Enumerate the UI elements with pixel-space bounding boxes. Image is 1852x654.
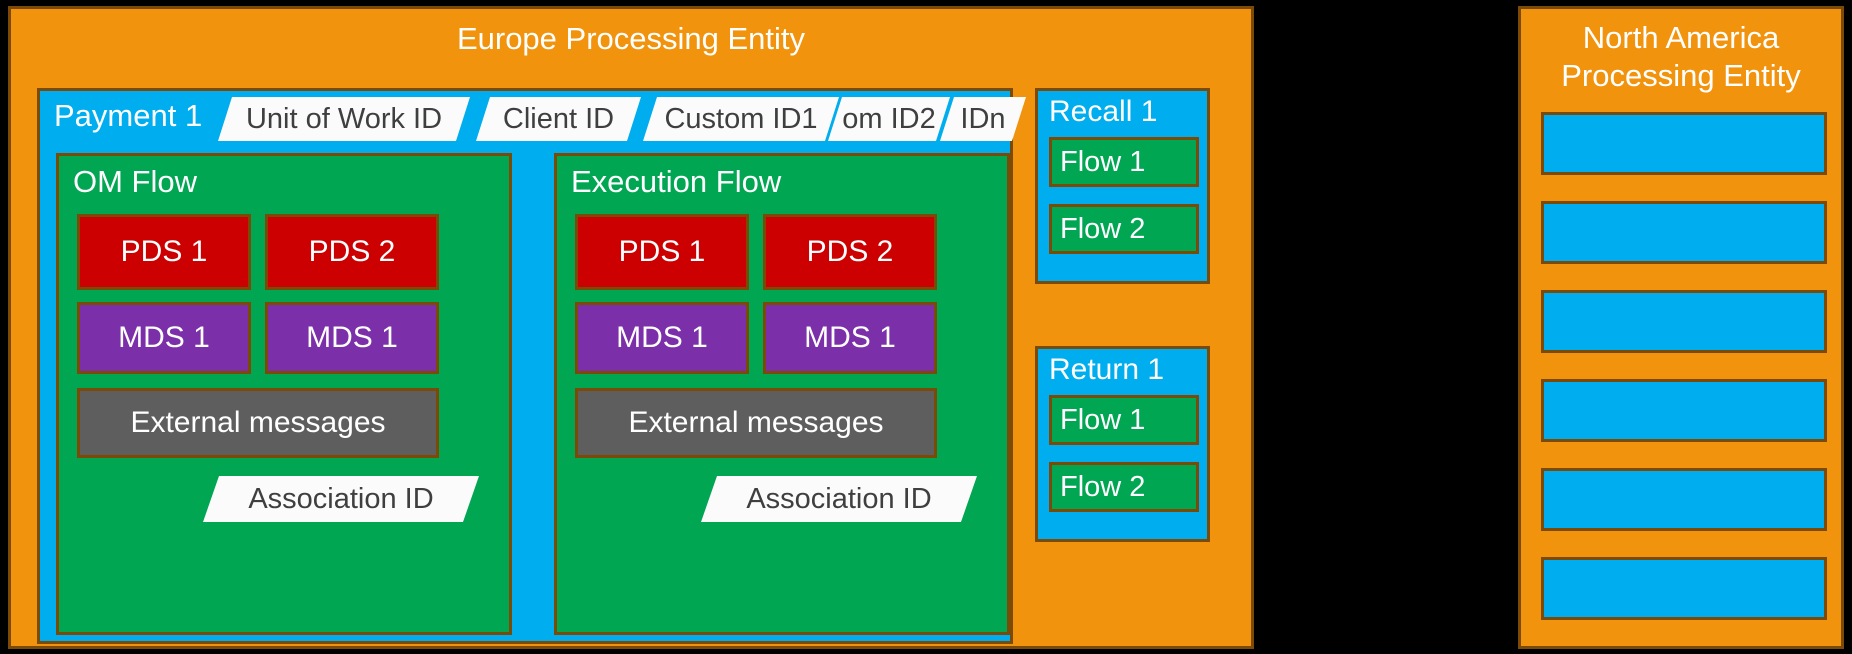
execution-flow-mds-1[interactable]: MDS 1 (575, 302, 749, 374)
europe-panel-title: Europe Processing Entity (456, 21, 806, 56)
tag-custom-id1[interactable]: Custom ID1 (643, 97, 839, 141)
tag-unit-of-work-id[interactable]: Unit of Work ID (218, 97, 470, 141)
om-flow-mds-2[interactable]: MDS 1 (265, 302, 439, 374)
tag-custom-idn[interactable]: IDn (940, 97, 1026, 141)
payment-label: Payment 1 (54, 98, 203, 133)
return-flow-1[interactable]: Flow 1 (1049, 395, 1199, 445)
return-flow-2[interactable]: Flow 2 (1049, 462, 1199, 512)
north-america-slot-5[interactable] (1541, 468, 1827, 531)
north-america-slot-2[interactable] (1541, 201, 1827, 264)
execution-flow-pds-1[interactable]: PDS 1 (575, 214, 749, 290)
execution-flow-association-id-tag[interactable]: Association ID (701, 476, 977, 522)
recall-title: Recall 1 (1049, 95, 1158, 128)
tag-client-id[interactable]: Client ID (476, 97, 641, 141)
om-flow-container: OM Flow PDS 1 PDS 2 MDS 1 MDS 1 External… (56, 153, 512, 635)
execution-flow-title: Execution Flow (571, 164, 782, 199)
execution-flow-pds-2[interactable]: PDS 2 (763, 214, 937, 290)
om-flow-pds-1[interactable]: PDS 1 (77, 214, 251, 290)
recall-card: Recall 1 Flow 1 Flow 2 (1035, 88, 1210, 284)
north-america-slot-3[interactable] (1541, 290, 1827, 353)
om-flow-title: OM Flow (73, 164, 197, 199)
execution-flow-external-messages[interactable]: External messages (575, 388, 937, 458)
return-card: Return 1 Flow 1 Flow 2 (1035, 346, 1210, 542)
return-title: Return 1 (1049, 353, 1165, 386)
om-flow-mds-1[interactable]: MDS 1 (77, 302, 251, 374)
north-america-slot-1[interactable] (1541, 112, 1827, 175)
om-flow-pds-2[interactable]: PDS 2 (265, 214, 439, 290)
execution-flow-container: Execution Flow PDS 1 PDS 2 MDS 1 MDS 1 E… (554, 153, 1010, 635)
payment-card: Payment 1 Unit of Work ID Client ID Cust… (37, 88, 1013, 644)
north-america-processing-entity-panel: North America Processing Entity (1518, 6, 1844, 649)
execution-flow-mds-2[interactable]: MDS 1 (763, 302, 937, 374)
europe-processing-entity-panel: Europe Processing Entity Payment 1 Unit … (8, 6, 1254, 649)
recall-flow-2[interactable]: Flow 2 (1049, 204, 1199, 254)
om-flow-external-messages[interactable]: External messages (77, 388, 439, 458)
om-flow-association-id-tag[interactable]: Association ID (203, 476, 479, 522)
recall-flow-1[interactable]: Flow 1 (1049, 137, 1199, 187)
north-america-slot-6[interactable] (1541, 557, 1827, 620)
tag-custom-id2[interactable]: om ID2 (828, 97, 950, 141)
north-america-slot-4[interactable] (1541, 379, 1827, 442)
north-america-panel-title: North America Processing Entity (1561, 20, 1801, 93)
